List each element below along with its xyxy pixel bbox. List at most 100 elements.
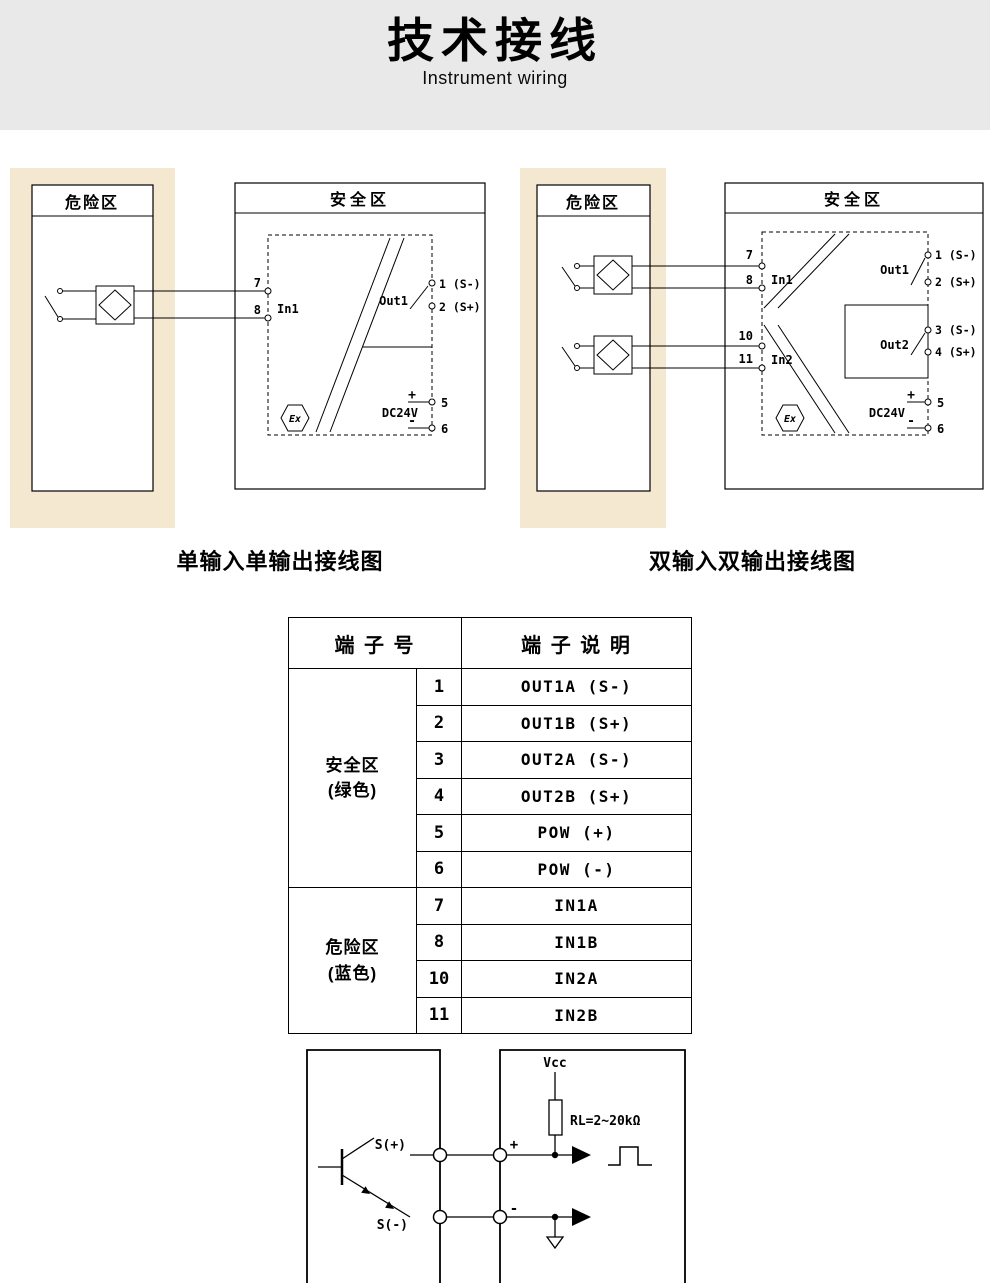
safe-zone-label: 安全区: [330, 190, 390, 209]
terminal-1-label: 1 (S-): [439, 277, 481, 291]
vcc-label: Vcc: [543, 1056, 566, 1071]
terminal-desc: IN2B: [461, 996, 692, 1034]
terminal-desc: IN2A: [461, 960, 692, 998]
out1-label: Out1: [379, 294, 408, 308]
proximity-sensor-symbol: [44, 285, 135, 325]
page-title: 技术接线: [387, 14, 603, 67]
terminal-2-label: 2 (S+): [439, 300, 481, 314]
sensor-side-box: [306, 1049, 441, 1283]
plus-sign: +: [408, 388, 416, 403]
safe-zone-label: 安全区: [824, 190, 884, 209]
terminal-no: 2: [416, 704, 462, 742]
terminal-no: 11: [416, 996, 462, 1034]
terminal-8-label: 8: [254, 303, 261, 317]
wiring-diagram-single: 危险区 安全区 7 8 In1 Out1 1 (S-) 2 (S+) DC24V…: [10, 168, 486, 528]
in1-label: In1: [277, 302, 299, 316]
transistor-symbol: [318, 1137, 411, 1218]
terminal-desc: OUT2A (S-): [461, 741, 692, 779]
terminal-desc: IN1A: [461, 887, 692, 925]
terminal-4-label: 4 (S+): [935, 345, 977, 359]
out1-label: Out1: [880, 263, 909, 277]
proximity-sensor-symbol-1: [561, 255, 633, 295]
terminal-desc: OUT1B (S+): [461, 704, 692, 742]
plus-sign: +: [907, 388, 915, 403]
ex-certification-icon: Ex: [775, 404, 805, 432]
terminal-11-label: 11: [739, 352, 753, 366]
group-label-safe: 安全区 (绿色): [288, 668, 417, 888]
page-subtitle: Instrument wiring: [422, 68, 568, 89]
terminal-8-label: 8: [746, 273, 753, 287]
terminal-7-label: 7: [254, 276, 261, 290]
ex-icon-text: Ex: [289, 414, 301, 425]
ex-icon-text: Ex: [784, 414, 796, 425]
terminal-6-label: 6: [441, 422, 448, 436]
isolation-barrier-lines: [763, 233, 850, 434]
ground-symbol: [545, 1217, 565, 1250]
table-row: 危险区 (蓝色) 7 IN1A: [288, 887, 692, 1034]
table-header-desc: 端 子 说 明: [461, 617, 692, 669]
table-header-terminal: 端 子 号: [288, 617, 462, 669]
terminal-desc: IN1B: [461, 923, 692, 961]
table-row: 4 OUT2B (S+): [289, 777, 692, 815]
terminal-no: 3: [416, 741, 462, 779]
out2-section-box: [844, 304, 929, 379]
terminal-desc: POW (-): [461, 850, 692, 888]
table-row: 10 IN2A: [289, 960, 692, 998]
terminal-2-label: 2 (S+): [935, 275, 977, 289]
table-row: 2 OUT1B (S+): [289, 704, 692, 742]
in2-label: In2: [771, 353, 793, 367]
out2-label: Out2: [880, 338, 909, 352]
safe-zone-box: [234, 182, 486, 490]
terminal-no: 7: [416, 887, 462, 925]
terminal-5-label: 5: [937, 396, 944, 410]
terminal-no: 6: [416, 850, 462, 888]
terminal-desc: OUT2B (S+): [461, 777, 692, 815]
hazard-zone-label: 危险区: [566, 193, 620, 212]
terminal-6-label: 6: [937, 422, 944, 436]
terminal-3-label: 3 (S-): [935, 323, 977, 337]
caption-dual-io: 双输入双输出接线图: [648, 549, 856, 574]
hazard-zone-label: 危险区: [65, 193, 119, 212]
proximity-sensor-symbol-2: [561, 335, 633, 375]
in1-label: In1: [771, 273, 793, 287]
wiring-diagram-dual: 危险区 安全区: [520, 168, 984, 528]
load-resistor: [548, 1099, 563, 1136]
terminal-no: 8: [416, 923, 462, 961]
group-label-hazard: 危险区 (蓝色): [288, 887, 417, 1034]
caption-single-io: 单输入单输出接线图: [176, 549, 384, 574]
input-wires: [134, 290, 265, 319]
junction-dot-plus: [551, 1151, 559, 1159]
interconnect-wires: [410, 1154, 572, 1218]
table-row: 安全区 (绿色) 1 OUT1A (S-): [288, 668, 692, 888]
minus-terminal-label: -: [510, 1201, 518, 1217]
pullup-network: Vcc RL=2~20kΩ: [543, 1056, 641, 1159]
rl-value-label: RL=2~20kΩ: [570, 1114, 641, 1129]
terminal-5-label: 5: [441, 396, 448, 410]
terminal-no: 10: [416, 960, 462, 998]
ex-certification-icon: Ex: [280, 404, 310, 432]
module-terminals: [758, 251, 932, 432]
minus-sign: -: [408, 414, 416, 429]
terminal-7-label: 7: [746, 248, 753, 262]
zone-boxes: [31, 182, 486, 492]
output-circuit-schematic: S(+) S(-) + - Vcc RL=2~20kΩ: [306, 1049, 686, 1283]
page-header: 技术接线 Instrument wiring: [0, 0, 990, 130]
output-arrow-minus: [572, 1208, 591, 1226]
zone-label-dividers: [537, 212, 983, 217]
safe-zone-box: [724, 182, 984, 490]
terminal-no: 5: [416, 814, 462, 852]
isolation-barrier-lines: [315, 237, 432, 433]
table-row: 5 POW (+): [289, 814, 692, 852]
s-plus-label: S(+): [375, 1138, 406, 1153]
output-arrow-plus: [572, 1146, 591, 1164]
table-header-row: 端 子 号 端 子 说 明: [288, 617, 692, 669]
table-row: 3 OUT2A (S-): [289, 741, 692, 779]
table-row: 6 POW (-): [289, 850, 692, 888]
terminal-no: 1: [416, 668, 462, 706]
table-row: 8 IN1B: [289, 923, 692, 961]
schematic-boxes: [306, 1049, 686, 1283]
hazard-zone-box: [31, 184, 154, 492]
s-minus-label: S(-): [377, 1218, 408, 1233]
terminal-desc: OUT1A (S-): [461, 668, 692, 706]
